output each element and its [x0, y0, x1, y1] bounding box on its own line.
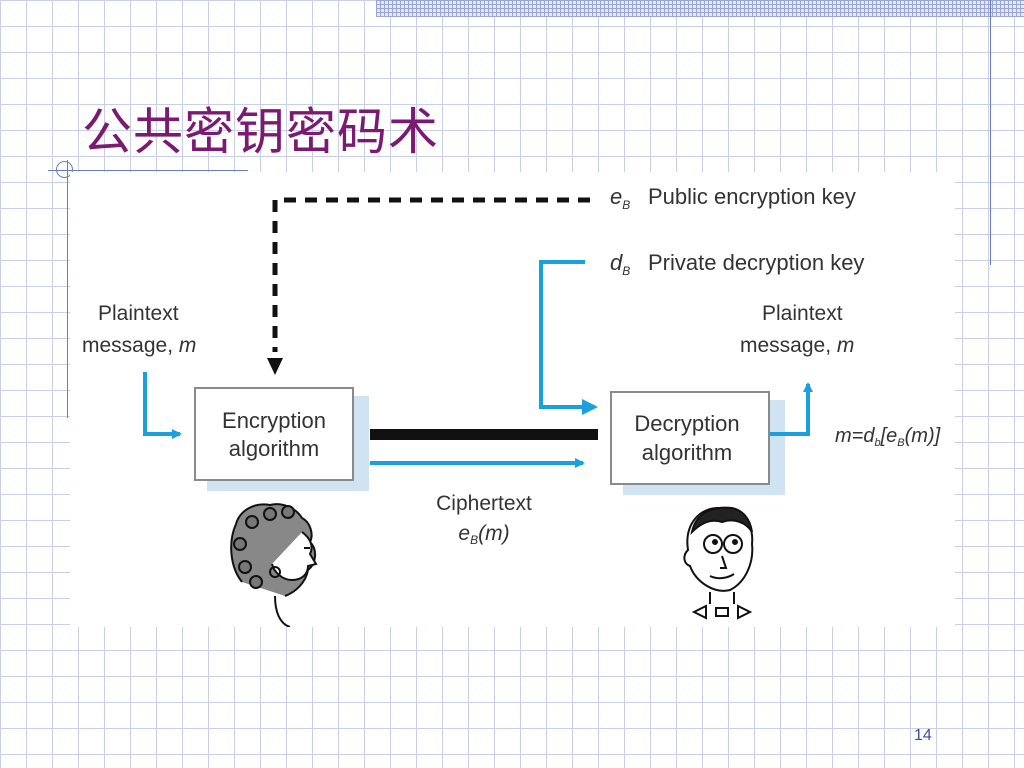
public-key-arrowhead: [267, 358, 283, 375]
svg-text:eB(m): eB(m): [458, 522, 509, 547]
plaintext-input-label: Plaintext message, m: [82, 302, 196, 357]
title-circle-ornament: [56, 161, 73, 178]
bob-figure-icon: [683, 506, 754, 620]
slide-number: 14: [914, 727, 932, 744]
encryption-box-line2: algorithm: [229, 436, 319, 461]
public-key-label: eB Public encryption key: [610, 184, 856, 212]
public-key-subscript: B: [622, 198, 630, 212]
public-key-connector: [267, 197, 590, 375]
decryption-formula: m=db[eB(m)]: [835, 425, 941, 449]
title-underline: [48, 170, 248, 171]
private-key-symbol: d: [610, 250, 623, 275]
private-key-text: Private decryption key: [648, 250, 864, 275]
encryption-box-line1: Encryption: [222, 408, 326, 433]
alice-figure-icon: [230, 503, 318, 627]
decryption-algorithm-box: Decryption algorithm: [610, 391, 785, 495]
svg-text:message, m: message, m: [740, 334, 854, 357]
slide-title: 公共密钥密码术: [82, 103, 439, 161]
decryption-box-line2: algorithm: [642, 440, 732, 465]
decorative-top-strip: [376, 0, 1024, 17]
decorative-right-rule: [990, 0, 991, 265]
svg-text:eB: eB: [610, 184, 630, 212]
plaintext-input-arrow: [143, 372, 182, 439]
public-key-symbol: e: [610, 184, 622, 209]
svg-text:Ciphertext: Ciphertext: [436, 492, 532, 515]
decryption-box-line1: Decryption: [634, 411, 739, 436]
public-key-text: Public encryption key: [648, 184, 856, 209]
svg-text:Plaintext: Plaintext: [98, 302, 179, 325]
private-key-label: dB Private decryption key: [610, 250, 864, 278]
decorative-left-rule: [67, 160, 68, 418]
encryption-algorithm-box: Encryption algorithm: [194, 387, 369, 491]
diagram-panel: eB Public encryption key dB Private decr…: [70, 172, 955, 627]
svg-text:message, m: message, m: [82, 334, 196, 357]
private-key-subscript: B: [622, 264, 630, 278]
svg-text:dB: dB: [610, 250, 630, 278]
ciphertext-label: Ciphertext eB(m): [436, 492, 532, 547]
private-key-connector: [539, 260, 598, 415]
svg-text:Plaintext: Plaintext: [762, 302, 843, 325]
public-key-diagram: eB Public encryption key dB Private decr…: [82, 184, 941, 627]
channel-bar: [370, 429, 598, 440]
plaintext-output-label: Plaintext message, m: [740, 302, 854, 357]
plaintext-output-arrow: [770, 382, 813, 436]
